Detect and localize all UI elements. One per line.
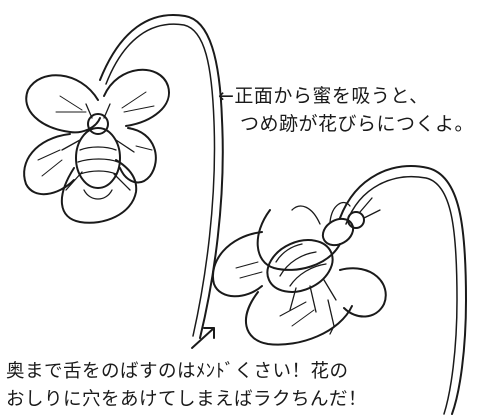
petal-back-right	[339, 267, 387, 318]
bee-back	[266, 197, 381, 335]
petal-lower	[60, 159, 138, 224]
back-note-line1: 奥まで舌をのばすのはﾒﾝﾄﾞくさい！花の	[6, 361, 349, 382]
petal-side-right	[119, 127, 157, 184]
petal-upper-left	[25, 74, 101, 134]
front-note-line2: つめ跡が花びらにつくよ。	[240, 113, 475, 135]
bee-front	[61, 103, 135, 200]
violet-flower-back	[211, 165, 467, 415]
violet-flower-front	[23, 14, 224, 339]
petal-back-left	[211, 231, 263, 298]
front-note-line1: ←正面から蜜を吸うと、	[218, 85, 429, 107]
petal-upper-right	[103, 68, 170, 127]
arrow-up-right-icon	[191, 327, 215, 349]
flower-stem-bottom	[339, 165, 467, 415]
petal-back-lower	[245, 291, 353, 346]
flower-stem-top	[99, 14, 224, 339]
petal-side-left	[23, 133, 75, 196]
back-note-line2: おしりに穴をあけてしまえばラクちんだ！	[6, 389, 368, 410]
